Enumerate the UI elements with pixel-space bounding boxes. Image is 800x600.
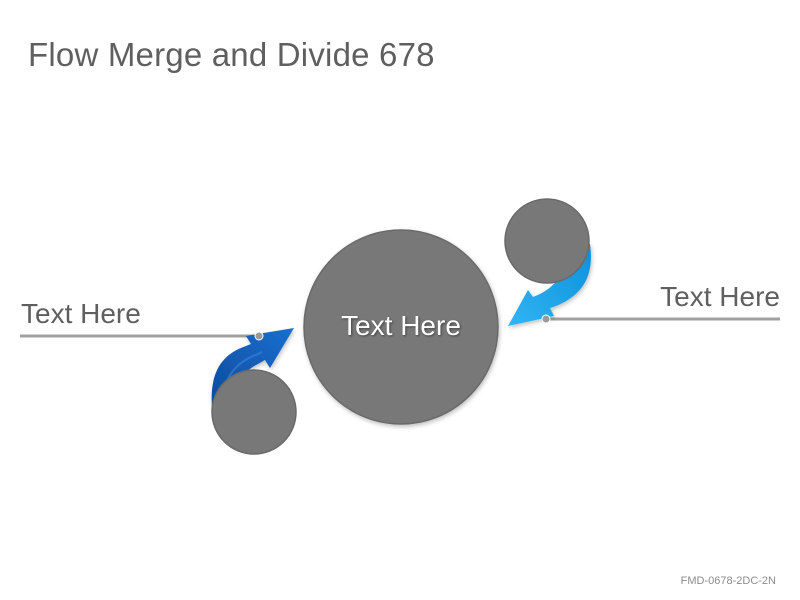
footer-code: FMD-0678-2DC-2N bbox=[680, 575, 776, 587]
center-circle bbox=[303, 229, 499, 425]
page-title: Flow Merge and Divide 678 bbox=[28, 36, 435, 73]
left-label: Text Here bbox=[21, 298, 141, 329]
right-connector-dot bbox=[541, 314, 551, 324]
small-circle-top-right bbox=[504, 198, 590, 284]
right-label: Text Here bbox=[660, 281, 780, 312]
left-connector-dot bbox=[254, 331, 264, 341]
small-circle-bottom-left bbox=[211, 369, 297, 455]
center-circle-label: Text Here bbox=[341, 310, 461, 341]
